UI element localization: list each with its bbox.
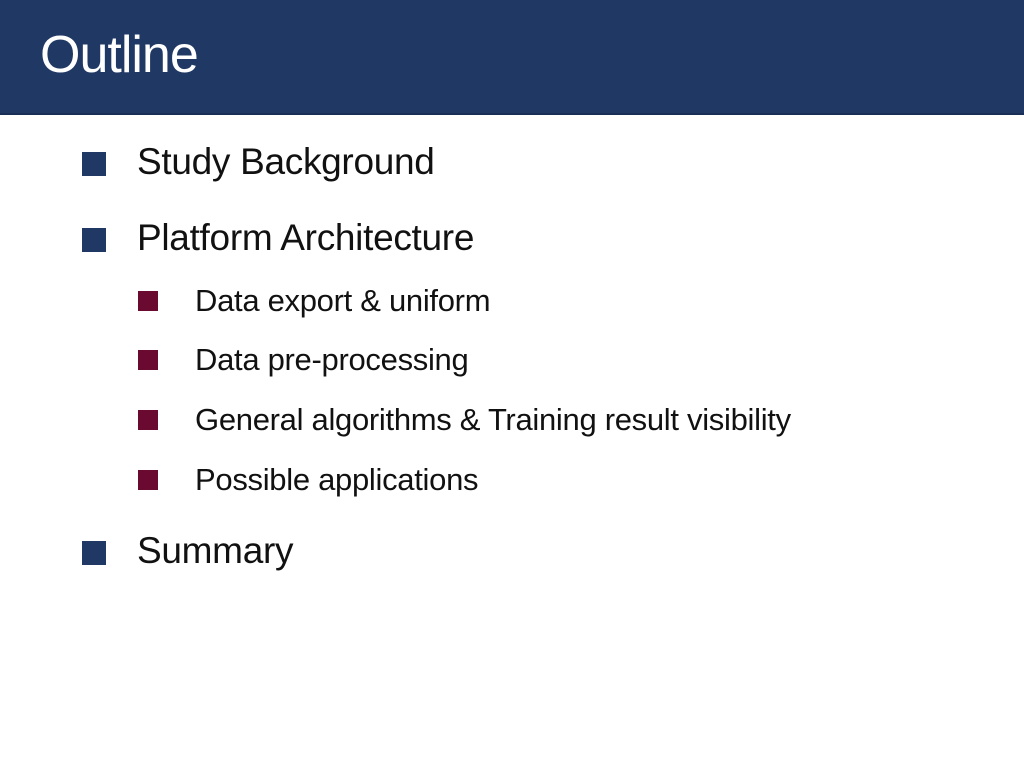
square-bullet-icon [138, 470, 158, 490]
outline-item-label: Platform Architecture [137, 217, 475, 258]
outline-item-label: General algorithms & Training result vis… [195, 402, 791, 437]
square-bullet-icon [138, 291, 158, 311]
outline-item-label: Data pre-processing [195, 342, 469, 377]
outline-item-label: Possible applications [195, 462, 479, 497]
outline-item-label: Summary [137, 530, 294, 571]
square-bullet-icon [138, 350, 158, 370]
outline-item-label: Data export & uniform [195, 283, 491, 318]
title-bar: Outline [0, 0, 1024, 115]
outline-item-label: Study Background [137, 141, 435, 182]
square-bullet-icon [138, 410, 158, 430]
square-bullet-icon [82, 228, 106, 252]
square-bullet-icon [82, 152, 106, 176]
slide-title: Outline [40, 26, 199, 84]
square-bullet-icon [82, 541, 106, 565]
